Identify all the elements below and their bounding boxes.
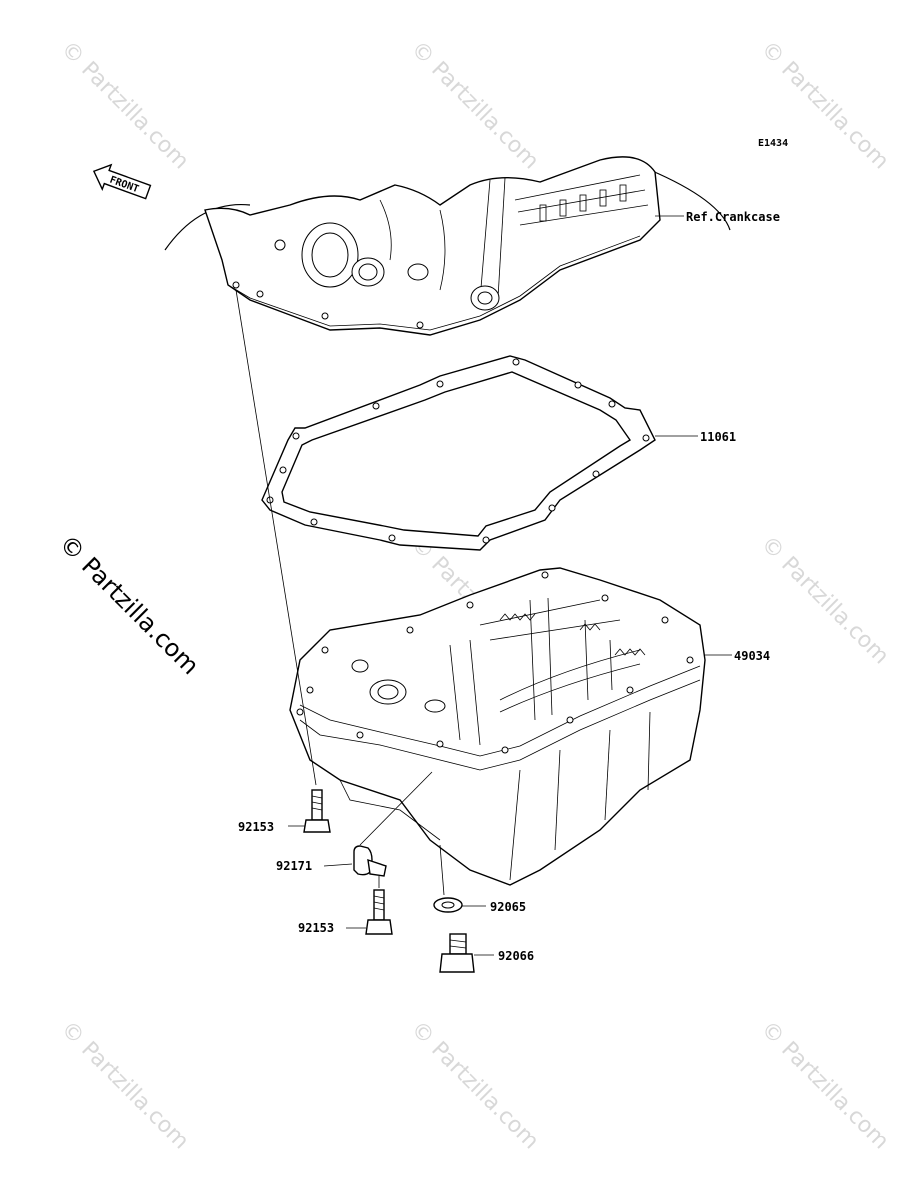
front-arrow-icon — [92, 163, 152, 200]
part-label-drain-plug[interactable]: 92066 — [498, 949, 534, 963]
clamp-illustration — [353, 845, 387, 877]
part-label-crankcase[interactable]: Ref.Crankcase — [686, 210, 780, 224]
part-label-gasket[interactable]: 11061 — [700, 430, 736, 444]
oil-pan-illustration — [289, 567, 706, 886]
front-arrow: FRONT — [92, 163, 152, 200]
watermark: © Partzilla.com — [56, 1017, 194, 1155]
watermark: © Partzilla.com — [56, 37, 194, 175]
part-label-oil-pan[interactable]: 49034 — [734, 649, 770, 663]
part-label-washer[interactable]: 92065 — [490, 900, 526, 914]
bolt-upper-illustration — [303, 789, 331, 833]
diagram-code: E1434 — [758, 138, 788, 149]
watermark: © Partzilla.com — [406, 1017, 544, 1155]
watermark: © Partzilla.com — [406, 37, 544, 175]
watermark-main: © Partzilla.com — [54, 529, 205, 680]
part-labels: Ref.Crankcase 11061 49034 92153 92171 92… — [238, 210, 780, 963]
drain-plug-illustration — [439, 933, 475, 973]
watermark: © Partzilla.com — [756, 1017, 894, 1155]
oil-pan-holes — [296, 571, 694, 754]
part-label-bolt-lower[interactable]: 92153 — [298, 921, 334, 935]
leader-lines — [235, 215, 732, 956]
watermark: © Partzilla.com — [756, 532, 894, 670]
crankcase-illustration — [164, 156, 731, 336]
part-label-bolt-upper[interactable]: 92153 — [238, 820, 274, 834]
part-label-clamp[interactable]: 92171 — [276, 859, 312, 873]
watermark: © Partzilla.com — [756, 37, 894, 175]
washer-illustration — [433, 897, 463, 913]
bolt-lower-illustration — [365, 889, 393, 935]
gasket-illustration — [261, 355, 656, 551]
oil-pan-fins — [499, 613, 646, 656]
gasket-holes — [266, 358, 650, 544]
